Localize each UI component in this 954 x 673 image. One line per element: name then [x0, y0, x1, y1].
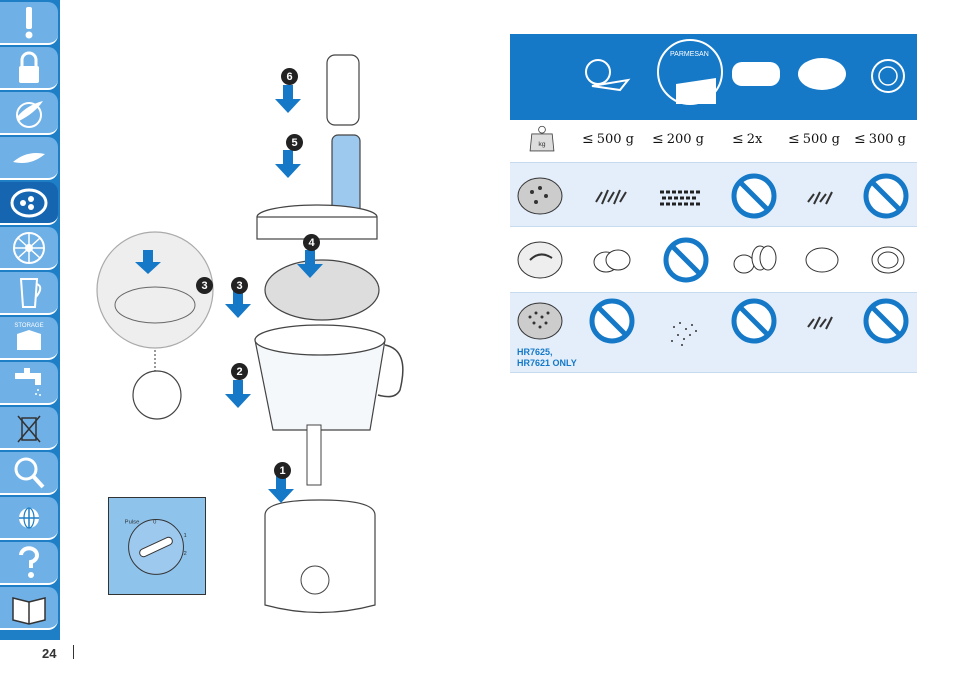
tab-storage[interactable]: STORAGE: [0, 317, 58, 360]
tab-environment[interactable]: [0, 407, 58, 450]
knife-blade-icon: [16, 100, 43, 128]
step-6: 6: [281, 68, 298, 85]
weight-unit: kg: [538, 141, 545, 148]
not-allowed-icon: [656, 227, 716, 292]
table-row: [510, 227, 917, 292]
tab-jug[interactable]: [0, 272, 58, 315]
tab-knife[interactable]: [0, 92, 58, 135]
step-3-detail: 3: [196, 277, 213, 294]
storage-label: STORAGE: [14, 323, 43, 329]
crossed-bin-icon: [17, 415, 41, 442]
tab-safety[interactable]: [0, 47, 58, 90]
step-3: 3: [231, 277, 248, 294]
step-4: 4: [303, 234, 320, 251]
not-allowed-icon: [856, 163, 916, 228]
dial-mark-1: 1: [183, 533, 186, 539]
table-row: [510, 162, 917, 227]
grating-disc: [264, 259, 380, 321]
quantity-row: kg ≤500 g ≤200 g ≤2x ≤500 g ≤300 g: [510, 120, 917, 160]
model-note-line-2: HR7621 ONLY: [517, 358, 577, 368]
quantity-potato: ≤500 g: [788, 131, 841, 147]
shreds-icon: [792, 293, 852, 348]
quantity-parmesan: ≤200 g: [652, 131, 705, 147]
page-number: 24: [42, 646, 57, 661]
onion-icon: [871, 59, 905, 93]
table-row: [510, 292, 917, 373]
slicing-disc-icon: [510, 227, 570, 292]
step-2: 2: [231, 363, 248, 380]
fine-shreds-icon: [650, 163, 710, 228]
magnifier-icon: [14, 457, 45, 488]
slices-icon: [856, 227, 916, 292]
dial-mark-0: 0: [153, 519, 157, 525]
food-banner: PARMESAN: [510, 34, 917, 120]
not-allowed-icon: [856, 293, 916, 348]
quantity-apples: ≤500 g: [582, 131, 635, 147]
model-note: HR7625, HR7621 ONLY: [517, 347, 577, 369]
detail-circle: [96, 231, 214, 349]
shreds-icon: [582, 163, 642, 228]
food-pusher: [326, 54, 360, 126]
page-divider: [73, 645, 74, 659]
step-1: 1: [274, 462, 291, 479]
tab-discs[interactable]: [0, 182, 58, 225]
quantity-onion-value: 300 g: [868, 132, 907, 147]
dial-mark-2: 2: [183, 551, 186, 557]
shreds-icon: [792, 163, 852, 228]
tab-guarantee[interactable]: [0, 497, 58, 540]
jug-icon: [19, 277, 42, 308]
citrus-press-icon: [13, 231, 45, 264]
dial-pulse-label: Pulse: [125, 519, 140, 525]
not-allowed-icon: [582, 293, 642, 348]
step-5: 5: [286, 134, 303, 151]
parmesan-label: PARMESAN: [670, 51, 709, 58]
slices-icon: [724, 227, 784, 292]
weight-icon: kg: [529, 125, 555, 152]
potato-icon: [798, 58, 846, 90]
speed-dial-icon: Pulse 0 1 2: [125, 519, 187, 575]
tab-warning[interactable]: [0, 2, 58, 45]
quantity-onion: ≤300 g: [854, 131, 907, 147]
disc-icon: [10, 188, 48, 217]
detail-circle-small: [132, 370, 182, 420]
exclamation-icon: [25, 6, 33, 38]
quantity-cucumber-value: 2x: [746, 132, 763, 147]
padlock-icon: [19, 51, 39, 83]
motor-base: [264, 499, 376, 614]
apple-carrot-icon: [585, 59, 631, 92]
cucumber-icon: [732, 62, 780, 86]
tab-citrus[interactable]: [0, 227, 58, 270]
storage-box-icon: STORAGE: [14, 323, 44, 350]
coarse-grating-disc-icon: [510, 163, 570, 228]
quantity-parmesan-value: 200 g: [666, 132, 705, 147]
question-icon: [19, 545, 39, 578]
not-allowed-icon: [724, 163, 784, 228]
tab-faq[interactable]: [0, 542, 58, 585]
model-note-line-1: HR7625,: [517, 347, 553, 357]
quantity-apples-value: 500 g: [596, 132, 635, 147]
fine-grating-disc-icon: [510, 293, 570, 348]
slices-icon: [792, 227, 852, 292]
food-icons: PARMESAN: [585, 39, 905, 105]
globe-icon: [19, 506, 39, 529]
arrows: [135, 85, 323, 503]
quantity-cucumber: ≤2x: [732, 131, 763, 147]
quantity-potato-value: 500 g: [802, 132, 841, 147]
booklet-icon: [12, 596, 46, 625]
assembly-illustration: [96, 54, 404, 614]
tab-blade[interactable]: [0, 137, 58, 180]
speed-dial-panel: Pulse 0 1 2: [108, 497, 206, 595]
tab-recipes[interactable]: [0, 587, 58, 630]
parmesan-cheese-icon: PARMESAN: [657, 39, 723, 105]
slices-icon: [582, 227, 642, 292]
tab-cleaning[interactable]: [0, 362, 58, 405]
tab-troubleshooting[interactable]: [0, 452, 58, 495]
tap-icon: [15, 367, 41, 396]
leaf-blade-icon: [13, 152, 45, 163]
not-allowed-icon: [724, 293, 784, 348]
powder-icon: [654, 293, 714, 369]
